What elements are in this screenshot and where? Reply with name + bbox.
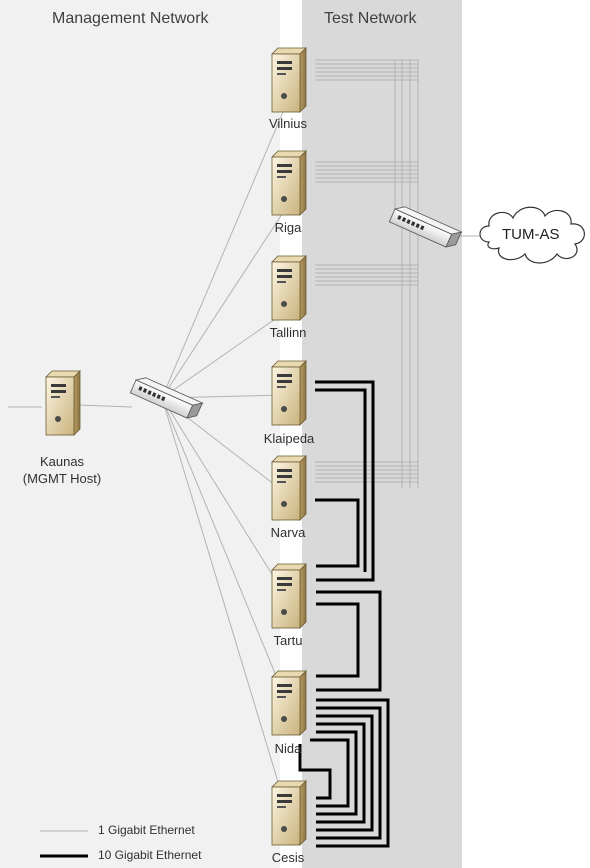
host-label-cesis: Cesis (271, 850, 305, 865)
host-label-nida: Nida (274, 741, 302, 756)
link-mgmt-tallinn (161, 309, 289, 399)
management-switch-icon (129, 374, 203, 422)
server-cesis-icon (271, 780, 307, 846)
link-nida-cesis-7 (298, 744, 332, 800)
ten-gigabit-links (298, 380, 390, 848)
link-mgmt-riga (161, 204, 289, 399)
link-mgmt-vilnius (161, 99, 289, 399)
host-label-tartu: Tartu (273, 633, 303, 648)
test-network-title: Test Network (324, 10, 417, 27)
link-nida-cesis-3 (316, 714, 374, 832)
link-narva-tartu (315, 498, 360, 568)
host-label-kaunas-role: (MGMT Host) (22, 471, 102, 486)
link-nida-cesis-6 (310, 738, 350, 808)
server-kaunas-icon (45, 370, 81, 436)
cloud-label-tum-as: TUM-AS (502, 226, 560, 243)
server-tallinn-icon (271, 255, 307, 321)
link-nida-cesis-2 (316, 706, 382, 840)
link-mgmt-nida (161, 397, 289, 706)
link-nida-cesis-5 (316, 730, 358, 816)
test-network-bundles (315, 59, 490, 488)
host-label-klaipeda: Klaipeda (263, 431, 315, 446)
host-label-narva: Narva (270, 525, 306, 540)
server-tartu-icon (271, 563, 307, 629)
host-label-vilnius: Vilnius (268, 116, 308, 131)
link-tartu-nida (316, 590, 382, 692)
server-klaipeda-icon (271, 360, 307, 426)
server-vilnius-icon (271, 47, 307, 113)
link-kaunas-switch (77, 404, 133, 408)
link-klaipeda-tartu (315, 380, 375, 582)
management-network-title: Management Network (52, 10, 209, 27)
legend-one-gigabit: 1 Gigabit Ethernet (98, 823, 195, 837)
link-tartu-cesis (316, 602, 360, 678)
server-riga-icon (271, 150, 307, 216)
host-label-tallinn: Tallinn (269, 325, 307, 340)
link-nida-cesis-1 (316, 698, 390, 848)
server-narva-icon (271, 455, 307, 521)
link-nida-cesis-4 (316, 722, 366, 824)
link-mgmt-tartu (161, 397, 289, 601)
link-mgmt-cesis (161, 397, 289, 816)
test-switch-icon (388, 203, 462, 251)
host-label-riga: Riga (274, 220, 302, 235)
link-klaipeda-nida (315, 388, 367, 572)
cloud-icon (479, 206, 585, 264)
host-label-kaunas: Kaunas (39, 454, 85, 469)
server-nida-icon (271, 670, 307, 736)
legend-ten-gigabit: 10 Gigabit Ethernet (98, 848, 202, 862)
